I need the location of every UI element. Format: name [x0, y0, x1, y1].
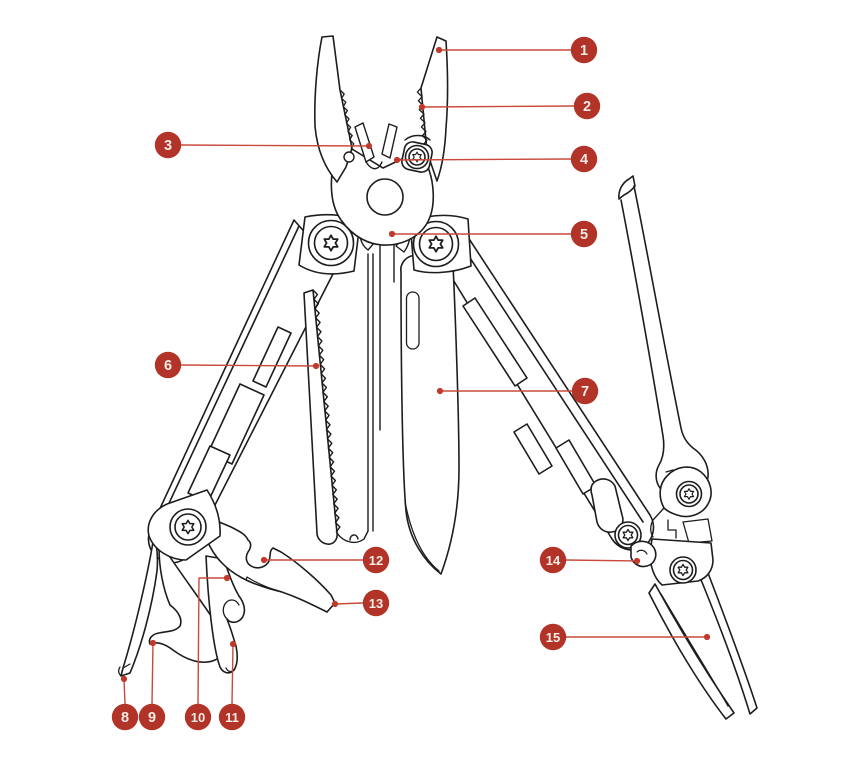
knife-blade — [400, 251, 460, 575]
callout-14: 14 — [539, 546, 641, 574]
leader-dot — [703, 633, 711, 641]
callout-badge — [362, 546, 390, 574]
handle-left — [147, 219, 337, 564]
callout-badge — [539, 623, 567, 651]
callout-number: 2 — [583, 99, 591, 115]
leader-dot — [149, 639, 157, 647]
callout-badge — [570, 36, 598, 64]
callout-8: 8 — [111, 675, 139, 731]
callout-11: 11 — [218, 640, 246, 731]
scissors-front-blade — [648, 583, 735, 720]
callout-1: 1 — [435, 36, 598, 64]
callout-9: 9 — [138, 639, 166, 731]
callout-badge — [154, 131, 182, 159]
head-torx-screw — [401, 141, 433, 173]
callout-badge — [154, 351, 182, 379]
callout-number: 7 — [581, 384, 589, 400]
leader-dot — [331, 600, 339, 608]
callout-4: 4 — [393, 145, 598, 173]
callout-6: 6 — [154, 351, 320, 379]
awl-tool — [118, 541, 159, 677]
callout-number: 15 — [546, 630, 560, 645]
callout-12: 12 — [260, 546, 390, 574]
scissors — [630, 538, 758, 720]
leader-line — [167, 144, 370, 147]
wire-cutters — [343, 122, 431, 170]
scissors-back-blade — [696, 559, 758, 715]
leader-dot — [223, 574, 231, 582]
callout-5: 5 — [388, 220, 598, 248]
callout-3: 3 — [154, 131, 373, 159]
leader-line — [396, 158, 585, 161]
callout-10: 10 — [184, 574, 231, 731]
callout-badge — [362, 589, 390, 617]
pivot-right — [409, 214, 472, 274]
scissors-handle-screw — [675, 480, 703, 508]
callout-number: 3 — [164, 138, 172, 154]
leader-dot — [312, 362, 320, 370]
blade-channel — [336, 233, 395, 544]
callout-number: 11 — [225, 710, 239, 725]
callout-badge — [573, 92, 601, 120]
callout-number: 12 — [369, 553, 383, 568]
leader-dot — [120, 675, 128, 683]
callout-badge — [184, 703, 212, 731]
callout-number: 9 — [148, 710, 156, 726]
callout-number: 6 — [164, 358, 172, 374]
callout-badge — [570, 220, 598, 248]
callout-badge — [571, 377, 599, 405]
leader-dot — [436, 387, 444, 395]
callout-15: 15 — [539, 623, 711, 651]
handle-right-pivot-screw — [614, 521, 642, 549]
handle-right — [443, 224, 655, 551]
callout-7: 7 — [436, 377, 599, 405]
callout-number: 5 — [580, 227, 588, 243]
leader-dot — [260, 556, 268, 564]
leader-dot — [365, 142, 373, 150]
callout-number: 13 — [369, 596, 383, 611]
callout-number: 4 — [580, 152, 588, 168]
leader-dot — [418, 103, 426, 111]
callout-badge — [218, 703, 246, 731]
pivot-left — [298, 214, 361, 275]
saw-blade — [303, 289, 341, 545]
callout-13: 13 — [331, 589, 390, 617]
callout-number: 10 — [191, 710, 205, 725]
callout-badge — [539, 546, 567, 574]
leader-dot — [393, 156, 401, 164]
callout-2: 2 — [418, 92, 601, 120]
leader-line — [421, 105, 588, 108]
callout-number: 14 — [546, 553, 561, 568]
handle-left-pivot-screw — [147, 489, 221, 561]
lanyard-hole — [366, 178, 404, 216]
callout-badge — [570, 145, 598, 173]
knife-thumb-slot — [405, 291, 420, 350]
leader-dot — [435, 46, 443, 54]
leader-dot — [388, 230, 396, 238]
callout-badge — [138, 703, 166, 731]
leader-line — [167, 364, 317, 367]
leader-dot — [633, 557, 641, 565]
callout-number: 8 — [121, 710, 129, 726]
callout-number: 1 — [580, 43, 588, 59]
bottle-opener-file-tool — [197, 512, 336, 613]
scissors-pivot-screw — [669, 556, 697, 584]
pliers-head — [330, 148, 435, 246]
scissors-handle-piece — [618, 175, 713, 544]
callout-badge — [111, 703, 139, 731]
leader-dot — [229, 640, 237, 648]
